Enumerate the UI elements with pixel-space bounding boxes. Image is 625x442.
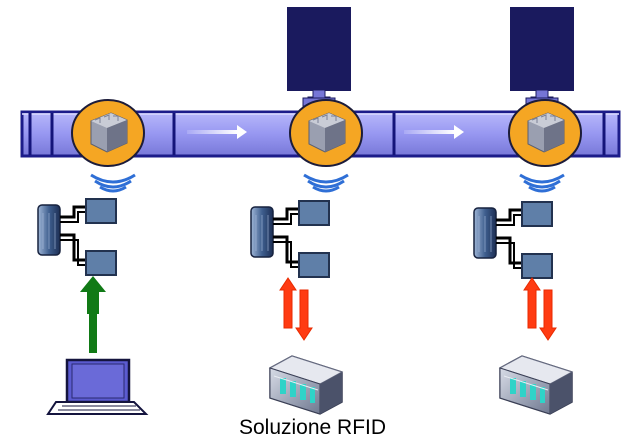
flow-arrow-icon [404, 125, 464, 139]
radio-waves-icon [89, 173, 137, 193]
plc-rack-icon [499, 355, 573, 415]
radio-waves-icon [302, 173, 350, 193]
overhead-box-station-2 [287, 7, 351, 107]
arrows-bidirectional-icon [279, 277, 313, 341]
overhead-box-station-3 [510, 7, 574, 107]
diagram-caption: Soluzione RFID [238, 416, 387, 439]
rfid-reader-icon [472, 200, 554, 280]
arrows-bidirectional-icon [523, 277, 557, 341]
rfid-tag-icon [71, 99, 145, 167]
rfid-reader-icon [36, 197, 118, 277]
plc-rack-icon [269, 355, 343, 415]
laptop-icon [46, 358, 149, 415]
radio-waves-icon [518, 173, 566, 193]
rfid-tag-icon [508, 99, 582, 167]
rfid-tag-icon [289, 99, 363, 167]
arrow-up-icon [80, 276, 106, 353]
flow-arrow-icon [187, 125, 247, 139]
rfid-reader-icon [249, 199, 331, 279]
